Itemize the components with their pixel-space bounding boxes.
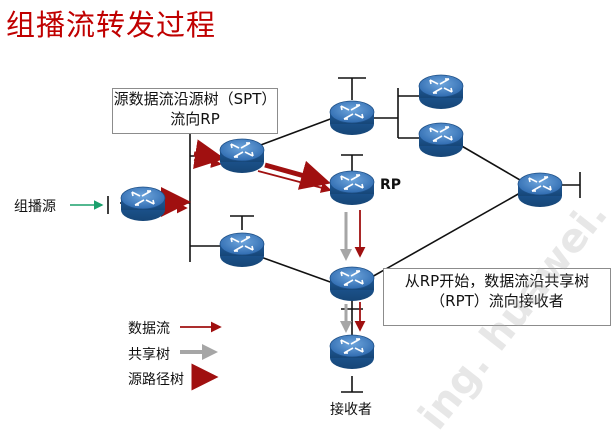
receiver-label: 接收者 — [330, 402, 372, 418]
spt-arrow — [264, 160, 331, 190]
page-title: 组播流转发过程 — [6, 8, 217, 42]
multicast-diagram — [70, 74, 581, 393]
legend-source-path-tree: 源路径树 — [128, 372, 184, 388]
router-right-mid — [418, 122, 464, 158]
spt-arrow — [193, 139, 225, 170]
router-center-bottom — [219, 232, 265, 268]
rpt-callout: 从RP开始，数据流沿共享树（RPT）流向接收者 — [383, 268, 611, 326]
router-lower — [329, 266, 375, 302]
data-flow-arrow — [257, 170, 332, 193]
router-receiver — [329, 334, 375, 370]
router-top — [329, 100, 375, 136]
router-rp — [329, 170, 375, 206]
router-center-top — [219, 138, 265, 174]
router-right-top — [418, 74, 464, 110]
router-source — [120, 186, 166, 222]
rp-label: RP — [380, 177, 402, 193]
data-flow-arrows — [168, 157, 366, 332]
data-flow-arrow — [193, 157, 222, 168]
legend-data-flow: 数据流 — [128, 321, 170, 337]
source-label: 组播源 — [14, 199, 56, 215]
legend-shared-tree: 共享树 — [128, 347, 170, 363]
spt-callout: 源数据流沿源树（SPT）流向RP — [112, 88, 278, 134]
router-right-far — [517, 172, 563, 208]
